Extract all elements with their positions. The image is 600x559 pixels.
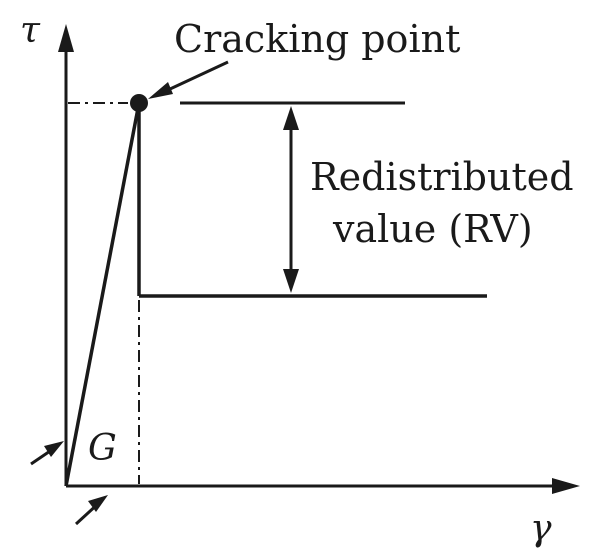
slope-angle-arrowhead-upper <box>44 441 64 457</box>
y-axis-label: τ <box>20 10 41 51</box>
dimension-arrowhead-bottom <box>283 269 299 293</box>
shear-modulus-label: G <box>88 428 117 469</box>
elastic-branch <box>64 102 141 487</box>
slope-angle-arrowhead-lower <box>88 495 108 512</box>
cracking-point-leader-arrowhead <box>148 82 173 99</box>
x-axis-label: γ <box>530 508 552 549</box>
cracking-point-marker <box>130 94 148 112</box>
redistributed-value-label-line1: Redistributed <box>310 155 574 199</box>
redistributed-value-label-line2: value (RV) <box>332 207 533 251</box>
cracking-point-label: Cracking point <box>174 17 460 61</box>
x-axis-arrowhead <box>552 478 580 494</box>
y-axis-arrowhead <box>58 24 74 52</box>
dimension-arrowhead-top <box>283 106 299 130</box>
